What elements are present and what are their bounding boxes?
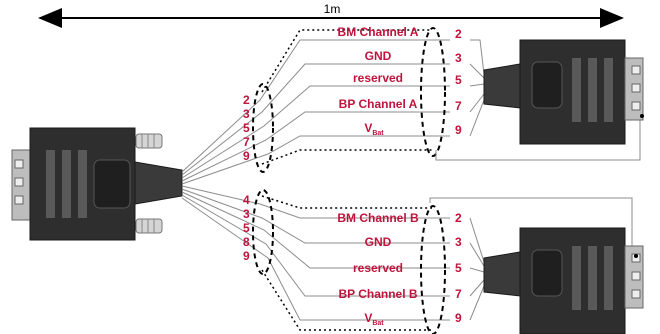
signal-label-b-2: reserved <box>353 261 403 275</box>
right-pin-a-2: 5 <box>455 73 462 87</box>
right-pin-list-b: 2 3 5 7 9 <box>455 211 462 325</box>
right-pin-a-4: 9 <box>455 123 462 137</box>
right-pin-b-4: 9 <box>455 311 462 325</box>
left-pin-list-a: 2 3 5 7 9 <box>243 93 250 163</box>
signal-label-a-4: VBat <box>364 121 384 137</box>
signal-labels-b: BM Channel B GND reserved BP Channel B V… <box>337 211 419 327</box>
shield-outline-a <box>261 29 432 165</box>
wires-to-right-connectors <box>429 39 641 321</box>
signal-label-b-3: BP Channel B <box>338 287 417 301</box>
right-pin-a-1: 3 <box>455 51 462 65</box>
signal-label-a-2: reserved <box>353 71 403 85</box>
right-pin-b-3: 7 <box>455 287 462 301</box>
signal-labels-a: BM Channel A GND reserved BP Channel A V… <box>338 25 419 137</box>
left-pin-b-1: 3 <box>243 207 250 221</box>
signal-label-a-1: GND <box>365 49 392 63</box>
right-pin-b-0: 2 <box>455 211 462 225</box>
right-pin-a-3: 7 <box>455 99 462 113</box>
left-pin-a-3: 7 <box>243 135 250 149</box>
signal-label-a-0: BM Channel A <box>338 25 419 39</box>
wires-channel-a <box>181 39 450 185</box>
vbat-main: V <box>364 121 372 135</box>
length-dimension: 1m <box>38 2 624 28</box>
shield-outline-b <box>261 195 432 331</box>
wires-channel-b <box>181 185 450 321</box>
signal-label-a-3: BP Channel A <box>339 97 418 111</box>
left-pin-a-0: 2 <box>243 93 250 107</box>
vbat-main: V <box>364 311 372 325</box>
vbat-sub: Bat <box>372 320 384 327</box>
left-pin-b-0: 4 <box>243 193 250 207</box>
signal-label-b-1: GND <box>365 235 392 249</box>
left-pin-b-2: 5 <box>243 221 250 235</box>
right-connector-b <box>483 227 644 334</box>
left-pin-b-3: 8 <box>243 235 250 249</box>
left-pin-b-4: 9 <box>243 249 250 263</box>
length-label: 1m <box>324 2 341 16</box>
right-pin-a-0: 2 <box>455 27 462 41</box>
signal-label-b-0: BM Channel B <box>337 211 419 225</box>
left-pin-a-4: 9 <box>243 149 250 163</box>
right-pin-list-a: 2 3 5 7 9 <box>455 27 462 137</box>
right-connector-a <box>483 39 644 145</box>
bundle-ellipses <box>252 27 446 334</box>
right-pin-b-2: 5 <box>455 261 462 275</box>
left-connector <box>11 127 183 241</box>
left-pin-a-2: 5 <box>243 121 250 135</box>
left-pin-list-b: 4 3 5 8 9 <box>243 193 250 263</box>
vbat-sub: Bat <box>372 130 384 137</box>
left-pin-a-1: 3 <box>243 107 250 121</box>
signal-label-b-4: VBat <box>364 311 384 327</box>
right-pin-b-1: 3 <box>455 235 462 249</box>
